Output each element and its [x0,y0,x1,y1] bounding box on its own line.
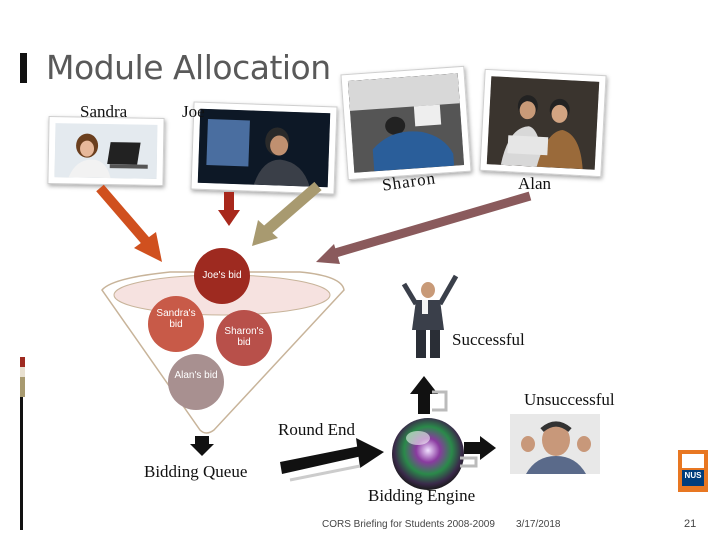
side-accent-tan [20,377,25,397]
title-accent-bar [20,53,27,83]
side-accent-light [20,367,25,377]
side-accent-black [20,397,23,530]
alan-bid-label: Alan's bid [174,370,218,381]
unsuccessful-arrow [460,436,496,468]
engine-input-arrow [280,438,384,482]
nus-logo [678,450,708,492]
sharon-bid-circle [216,310,272,366]
successful-person-image [400,268,460,360]
unsuccessful-person-image [510,414,600,474]
footer-text: CORS Briefing for Students 2008-2009 [322,519,495,530]
alan-arrow [316,191,532,264]
joe-label: Joe [182,102,205,121]
alan-label: Alan [518,174,552,193]
sandra-arrow [96,184,162,262]
sandra-label: Sandra [80,102,128,121]
queue-arrow [190,436,214,456]
joe-image [197,108,331,188]
page-number: 21 [684,518,697,530]
round-end-label: Round End [278,420,355,439]
alan-bid-circle [168,354,224,410]
joe-bid-circle [194,248,250,304]
sharon-image [347,73,465,173]
joe-photo [190,101,338,195]
sandra-photo [47,115,165,187]
sharon-photo [340,65,472,181]
alan-photo [479,68,607,178]
sandra-image [54,123,158,179]
nus-logo-text: NUS [684,471,702,480]
joe-bid-label: Joe's bid [202,270,242,281]
footer-date: 3/17/2018 [516,519,561,530]
sharon-bid-label: Sharon's bid [224,326,264,348]
successful-label: Successful [452,330,525,349]
sandra-bid-circle [148,296,204,352]
side-accent-red [20,357,25,367]
alan-image [486,76,600,170]
bidding-engine-orb [392,418,464,490]
slide-title: Module Allocation [46,48,331,87]
sharon-arrow [252,181,322,246]
unsuccessful-label: Unsuccessful [524,390,615,409]
bidding-engine-label: Bidding Engine [368,486,476,505]
bidding-queue-label: Bidding Queue [144,462,248,481]
sandra-bid-label: Sandra's bid [156,308,196,330]
successful-arrow [410,376,448,414]
joe-arrow [218,192,240,226]
